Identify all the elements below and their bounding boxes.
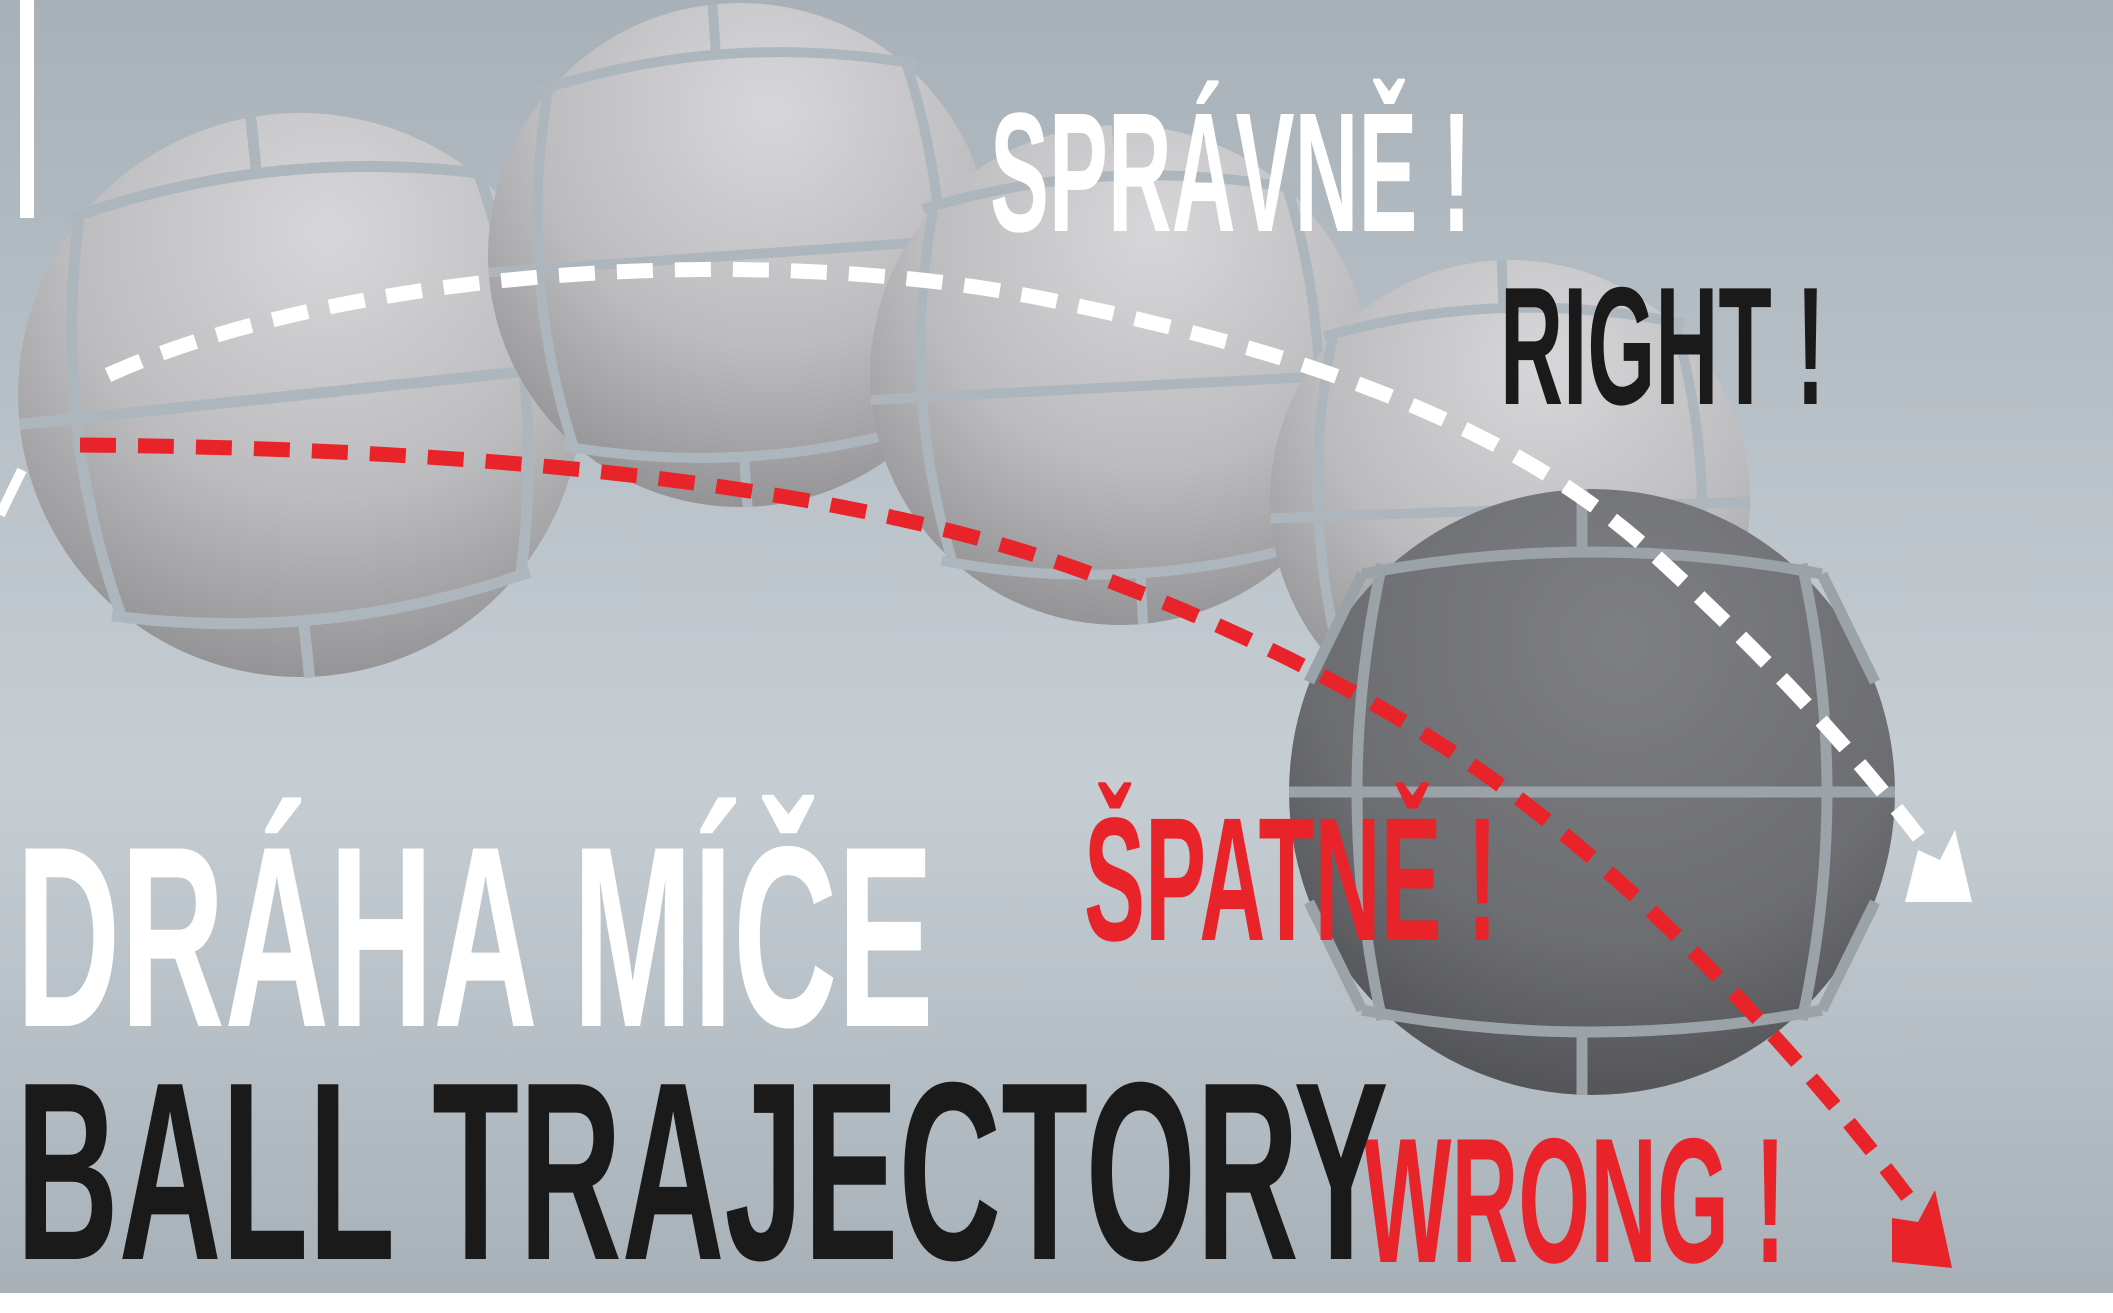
label-right-cz: SPRÁVNĚ !: [990, 88, 1471, 258]
edge-bar: [20, 0, 34, 218]
label-wrong-cz: ŠPATNĚ !: [1084, 792, 1498, 968]
title-cz: DRÁHA MÍČE: [16, 808, 934, 1066]
label-wrong-en: WRONG !: [1364, 1112, 1786, 1290]
label-right-en: RIGHT !: [1500, 262, 1825, 430]
title-en: BALL TRAJECTORY: [16, 1044, 1388, 1298]
